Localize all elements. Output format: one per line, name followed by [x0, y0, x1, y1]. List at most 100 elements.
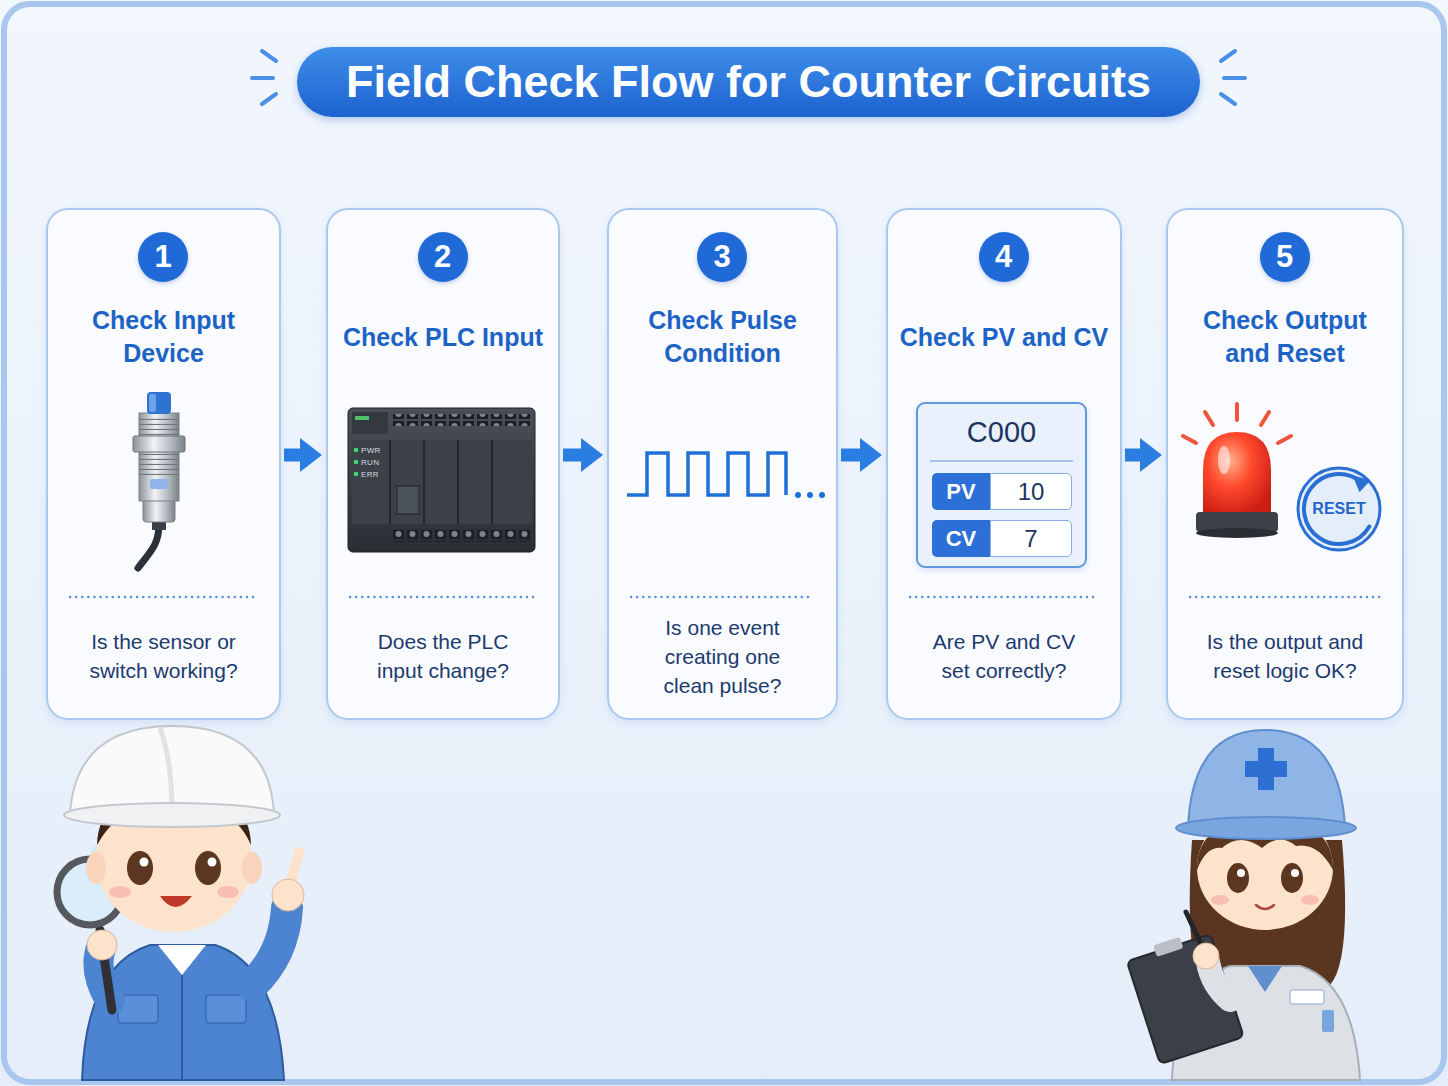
- reset-badge-text: RESET: [1312, 499, 1365, 519]
- text-slot: CV: [932, 520, 990, 557]
- text-slot: C000: [918, 404, 1085, 460]
- plc-unit-part: [348, 408, 535, 552]
- step-number: 1: [138, 232, 188, 282]
- text-slot: PV: [932, 473, 990, 510]
- text-slot: Are PV and CV set correctly?: [888, 600, 1120, 712]
- card-ground-part: [607, 208, 838, 720]
- step-question: Does the PLC input change?: [346, 627, 541, 685]
- step-number-text: 1: [154, 239, 171, 275]
- plc-unit-part: [352, 440, 532, 524]
- led-label: ERR: [361, 470, 379, 479]
- plc-unit-part: [355, 416, 369, 420]
- step-card: Check PV and CV Are PV and CV set correct…: [886, 208, 1122, 720]
- engineer-girl-part: [1245, 761, 1287, 777]
- card-ground-part: [46, 208, 281, 720]
- step-question: Is the output and reset logic OK?: [1186, 627, 1385, 685]
- engineer-boy-part: [140, 858, 149, 867]
- text-slot: Is the sensor or switch working?: [48, 600, 279, 712]
- plc-unit-part: [457, 440, 459, 524]
- warning-beacon-part-part: [1261, 412, 1269, 425]
- flow-arrow: [284, 449, 302, 462]
- text-slot: RESET: [1296, 466, 1382, 552]
- proximity-sensor-part: [138, 524, 159, 568]
- warning-beacon-part-part: [1235, 404, 1239, 420]
- step-number-text: 3: [713, 239, 730, 275]
- engineer-boy-part: [64, 803, 280, 827]
- warning-beacon-part-part: [1205, 412, 1213, 425]
- flow-arrow: [841, 449, 862, 462]
- step-heading: Check Pulse Condition: [617, 304, 829, 370]
- engineer-girl-part: [1256, 905, 1274, 909]
- dotted-separator-part: [350, 596, 536, 599]
- engineer-girl: [1125, 730, 1360, 1080]
- register-tag-text: CV: [946, 526, 977, 552]
- title-sparkles-part: [1224, 76, 1245, 80]
- title-sparkles-part: [1221, 51, 1235, 61]
- reset-circle: [1298, 468, 1380, 550]
- step-number: 5: [1260, 232, 1310, 282]
- dotted-separator-part: [631, 596, 814, 599]
- plc-unit-part: [397, 486, 419, 514]
- engineer-girl-part: [1301, 895, 1319, 905]
- text-slot: 3: [697, 232, 747, 282]
- plc-unit-part: [423, 440, 425, 524]
- step-number-text: 4: [995, 239, 1012, 275]
- warning-beacon: [1183, 404, 1291, 538]
- text-slot: Check PV and CV: [888, 294, 1120, 380]
- card-ground: [46, 208, 1404, 720]
- plc-unit-part: [352, 412, 388, 434]
- plc-unit-part: [491, 440, 493, 524]
- step-heading: Check PLC Input: [336, 321, 551, 354]
- warning-beacon-part: [1218, 446, 1230, 474]
- led-label: RUN: [361, 458, 379, 467]
- engineer-girl-part: [1211, 895, 1229, 905]
- counter-panel: C000PV10CV7: [916, 402, 1087, 568]
- engineer-boy-part: [127, 851, 153, 885]
- title-sparkles-part: [262, 51, 276, 61]
- text-slot: Is the output and reset logic OK?: [1168, 600, 1402, 712]
- step-card: Check Output and ResetIs the output and …: [1166, 208, 1404, 720]
- engineer-boy-part: [160, 896, 192, 907]
- engineer-girl-part: [1290, 990, 1324, 1004]
- step-heading: Check PV and CV: [896, 321, 1113, 354]
- panel-divider-line: [930, 460, 1073, 462]
- panel-divider: [918, 459, 1085, 463]
- engineer-girl-part: [1125, 928, 1244, 1065]
- engineer-girl-part: [1248, 966, 1282, 992]
- engineer-girl-part: [1227, 863, 1249, 893]
- title-sparkles-part: [252, 76, 273, 80]
- engineer-girl-part: [1237, 869, 1245, 877]
- register-tag: CV: [932, 520, 990, 557]
- title-pill: Field Check Flow for Counter Circuits: [297, 47, 1200, 117]
- text-slot: Check Input Device: [48, 294, 279, 380]
- engineer-boy-part: [109, 886, 131, 898]
- counter-panel-text: C000: [967, 415, 1036, 449]
- plc-unit-part: [392, 530, 532, 542]
- engineer-girl-part-part: [1153, 937, 1183, 957]
- card-ground-part: [326, 208, 560, 720]
- card-ground-part: [1166, 208, 1404, 720]
- engineer-boy-part: [195, 851, 221, 885]
- engineer-girl-part-part: [1127, 934, 1244, 1064]
- register-value-text: 7: [1024, 525, 1037, 553]
- step-number: 2: [418, 232, 468, 282]
- engineer-girl-part: [1291, 869, 1299, 877]
- led-label: PWR: [361, 446, 381, 455]
- dotted-separator-part: [70, 596, 257, 599]
- text-slot: Check Pulse Condition: [609, 294, 836, 380]
- proximity-sensor-part: [143, 498, 175, 522]
- plc-unit: [348, 408, 535, 552]
- text-slot: Is one event creating one clean pulse?: [609, 600, 836, 712]
- text-slot: 7: [991, 521, 1071, 556]
- proximity-sensor-part: [139, 413, 179, 501]
- dotted-separator-part: [1190, 596, 1380, 599]
- engineer-boy-part: [252, 908, 287, 985]
- pulse-waveform: [627, 453, 825, 498]
- title-sparkles-part: [1221, 94, 1235, 104]
- reset-arrow: [1352, 475, 1370, 492]
- step-number: 4: [979, 232, 1029, 282]
